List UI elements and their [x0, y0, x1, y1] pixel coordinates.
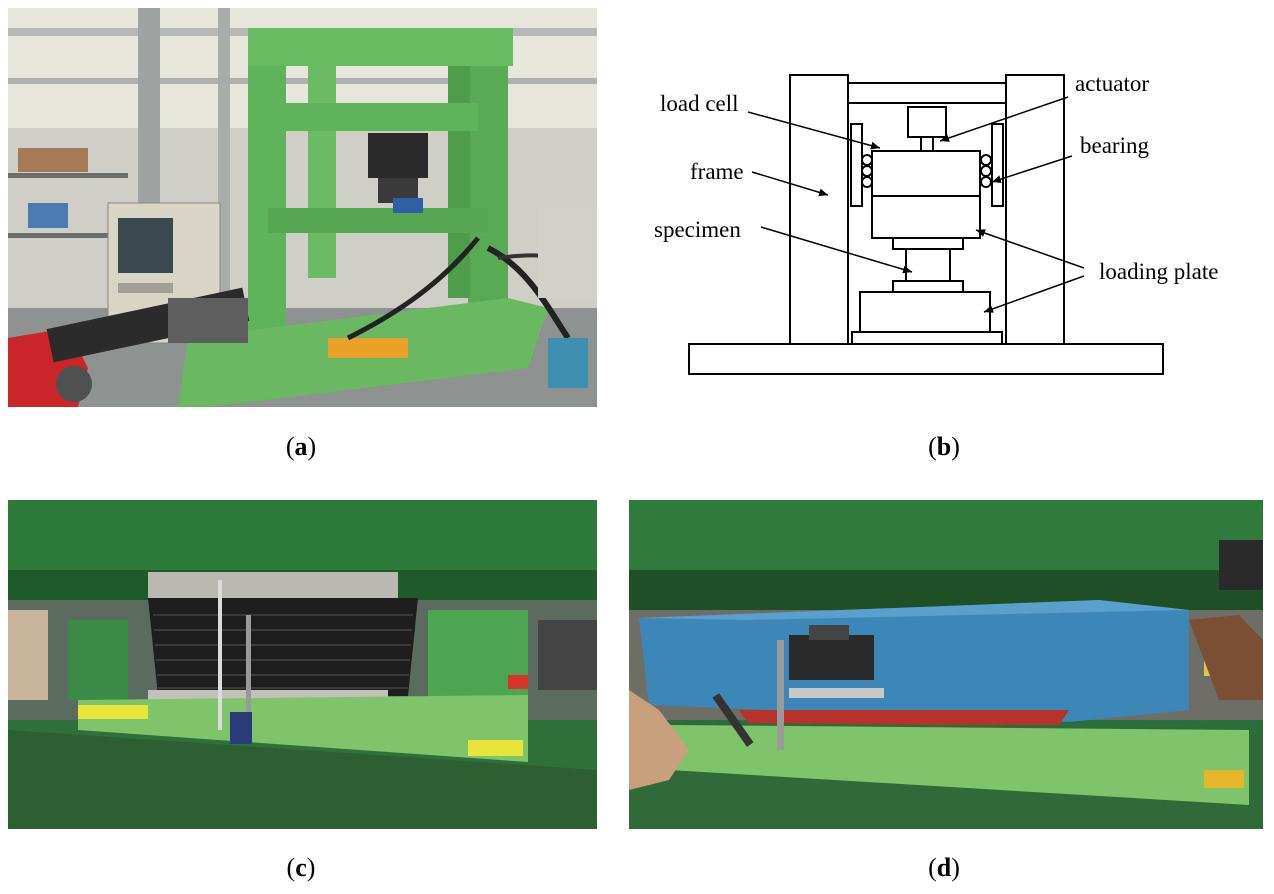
arrow-specimen	[760, 226, 913, 274]
label-specimen: specimen	[654, 217, 741, 242]
roller-right-3	[980, 176, 992, 188]
upper-loading-plate	[871, 195, 981, 239]
schematic-panel-b: load cell actuator frame bearing specime…	[640, 50, 1260, 390]
test-setup-schematic: load cell actuator frame bearing specime…	[654, 71, 1218, 375]
roller-left-3	[861, 176, 873, 188]
arrow-actuator	[939, 96, 1069, 142]
lower-loading-plate	[859, 291, 991, 333]
caption-a: (a)	[285, 432, 317, 461]
label-frame: frame	[690, 159, 744, 184]
photo-panel-c	[8, 500, 597, 829]
test-machine-photo	[8, 8, 597, 407]
roller-right-1	[980, 154, 992, 166]
load-cell-block	[871, 150, 981, 197]
roller-left-1	[861, 154, 873, 166]
upper-specimen-flange	[892, 237, 964, 250]
caption-letter: a	[294, 432, 308, 461]
arrow-loading-plate-lower	[983, 275, 1085, 313]
arrow-load-cell	[747, 111, 881, 150]
bearing-guide-right	[991, 123, 1004, 207]
caption-letter: b	[936, 432, 952, 461]
caption-c: (c)	[286, 853, 316, 882]
caption-letter: d	[936, 853, 952, 882]
label-loading-plate: loading plate	[1099, 259, 1218, 284]
rubber-bearing-photo	[8, 500, 597, 829]
label-bearing: bearing	[1080, 133, 1149, 158]
caption-b: (b)	[928, 432, 960, 461]
arrow-frame	[751, 171, 829, 197]
label-load-cell: load cell	[660, 91, 739, 116]
frame-column-right	[1005, 74, 1065, 345]
roller-left-2	[861, 165, 873, 177]
caption-letter: c	[295, 853, 307, 882]
photo-panel-a	[8, 8, 597, 407]
sliding-bearing-photo	[629, 500, 1263, 829]
frame-column-left	[789, 74, 849, 345]
arrow-bearing	[991, 155, 1073, 184]
roller-right-2	[980, 165, 992, 177]
actuator-block	[907, 106, 947, 138]
arrow-loading-plate-upper	[975, 229, 1085, 269]
actuator-rod	[920, 136, 934, 152]
specimen-body	[905, 248, 951, 282]
base-plate	[688, 343, 1164, 375]
photo-panel-d	[629, 500, 1263, 829]
lower-base-shim	[851, 331, 1003, 345]
frame-top-beam	[847, 82, 1007, 104]
lower-specimen-flange	[892, 280, 964, 293]
bearing-guide-left	[850, 123, 863, 207]
label-actuator: actuator	[1075, 71, 1149, 96]
caption-d: (d)	[928, 853, 960, 882]
